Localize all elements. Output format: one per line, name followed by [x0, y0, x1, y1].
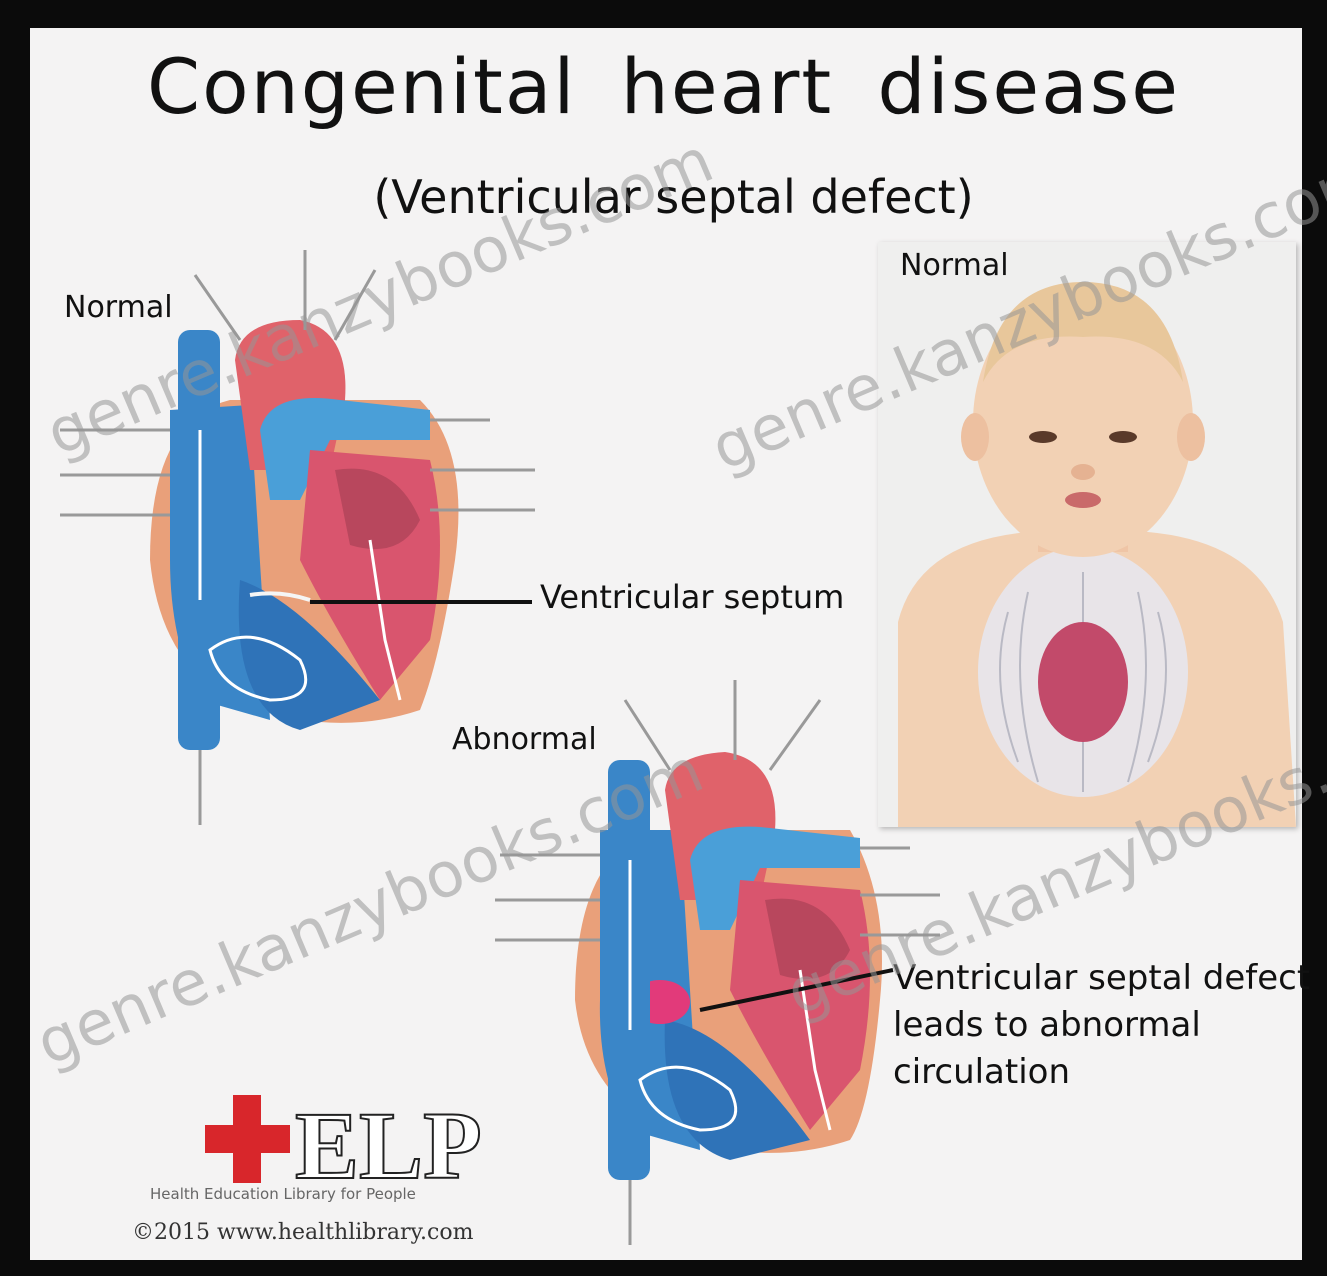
vsd-callout: Ventricular septal defect leads to abnor… — [893, 955, 1310, 1096]
abnormal-heart-label: Abnormal — [452, 722, 597, 757]
copyright-text: ©2015 www.healthlibrary.com — [132, 1220, 473, 1245]
abnormal-heart-illustration — [495, 680, 940, 1245]
normal-heart-label: Normal — [64, 290, 173, 325]
svg-text:ELP: ELP — [295, 1092, 482, 1190]
help-tagline: Health Education Library for People — [150, 1185, 416, 1203]
ventricular-septum-label: Ventricular septum — [540, 578, 844, 616]
baby-illustration-frame — [878, 242, 1296, 827]
help-logo-graphic: ELP — [195, 1090, 495, 1190]
normal-baby-label: Normal — [900, 248, 1009, 283]
baby-illustration — [878, 242, 1296, 827]
help-logo: ELP — [195, 1090, 495, 1190]
